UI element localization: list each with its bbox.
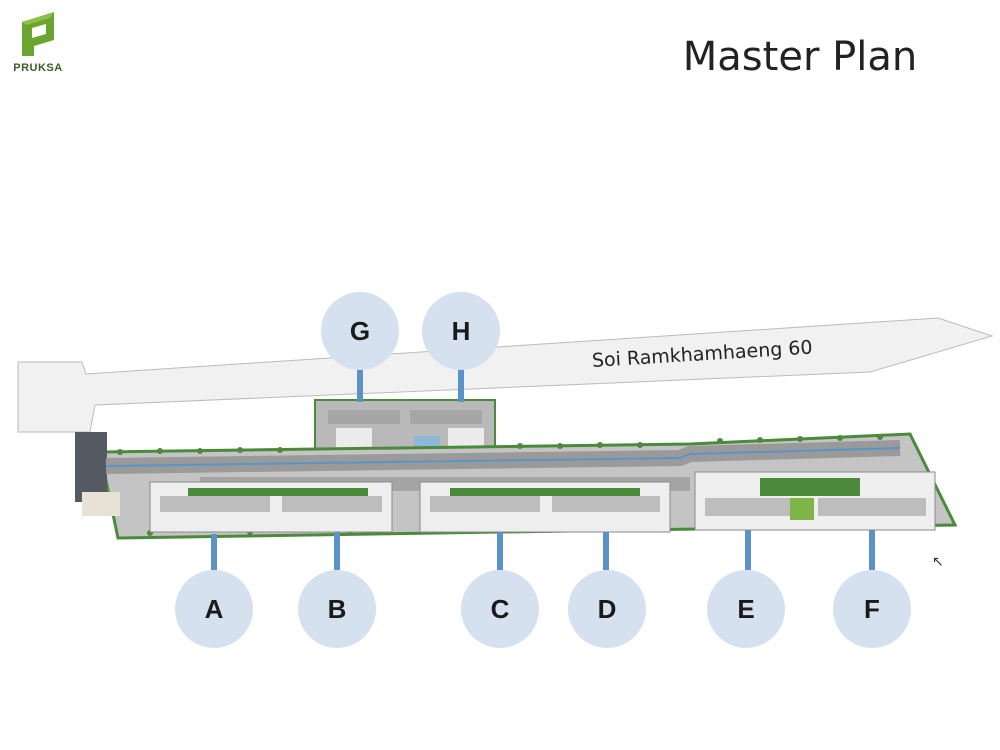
building-e-label[interactable]: E [707,570,785,648]
stem-a [211,534,217,570]
stem-d [603,532,609,570]
stem-h [458,368,464,402]
pruksa-logo-icon [22,12,54,56]
building-g-label[interactable]: G [321,292,399,370]
stem-g [357,368,363,402]
building-c-label[interactable]: C [461,570,539,648]
stem-f [869,530,875,570]
road [17,317,994,433]
stem-b [334,532,340,570]
building-f-label[interactable]: F [833,570,911,648]
building-a-label[interactable]: A [175,570,253,648]
building-b-label[interactable]: B [298,570,376,648]
pruksa-logo: PRUKSA [8,12,68,82]
stem-e [745,530,751,570]
entrance-block [75,432,107,502]
stem-c [497,532,503,570]
building-h-label[interactable]: H [422,292,500,370]
page-title: Master Plan [682,34,918,80]
building-d-label[interactable]: D [568,570,646,648]
logo-text: PRUKSA [13,62,63,74]
north-arrow-icon: ↖ [932,554,944,570]
